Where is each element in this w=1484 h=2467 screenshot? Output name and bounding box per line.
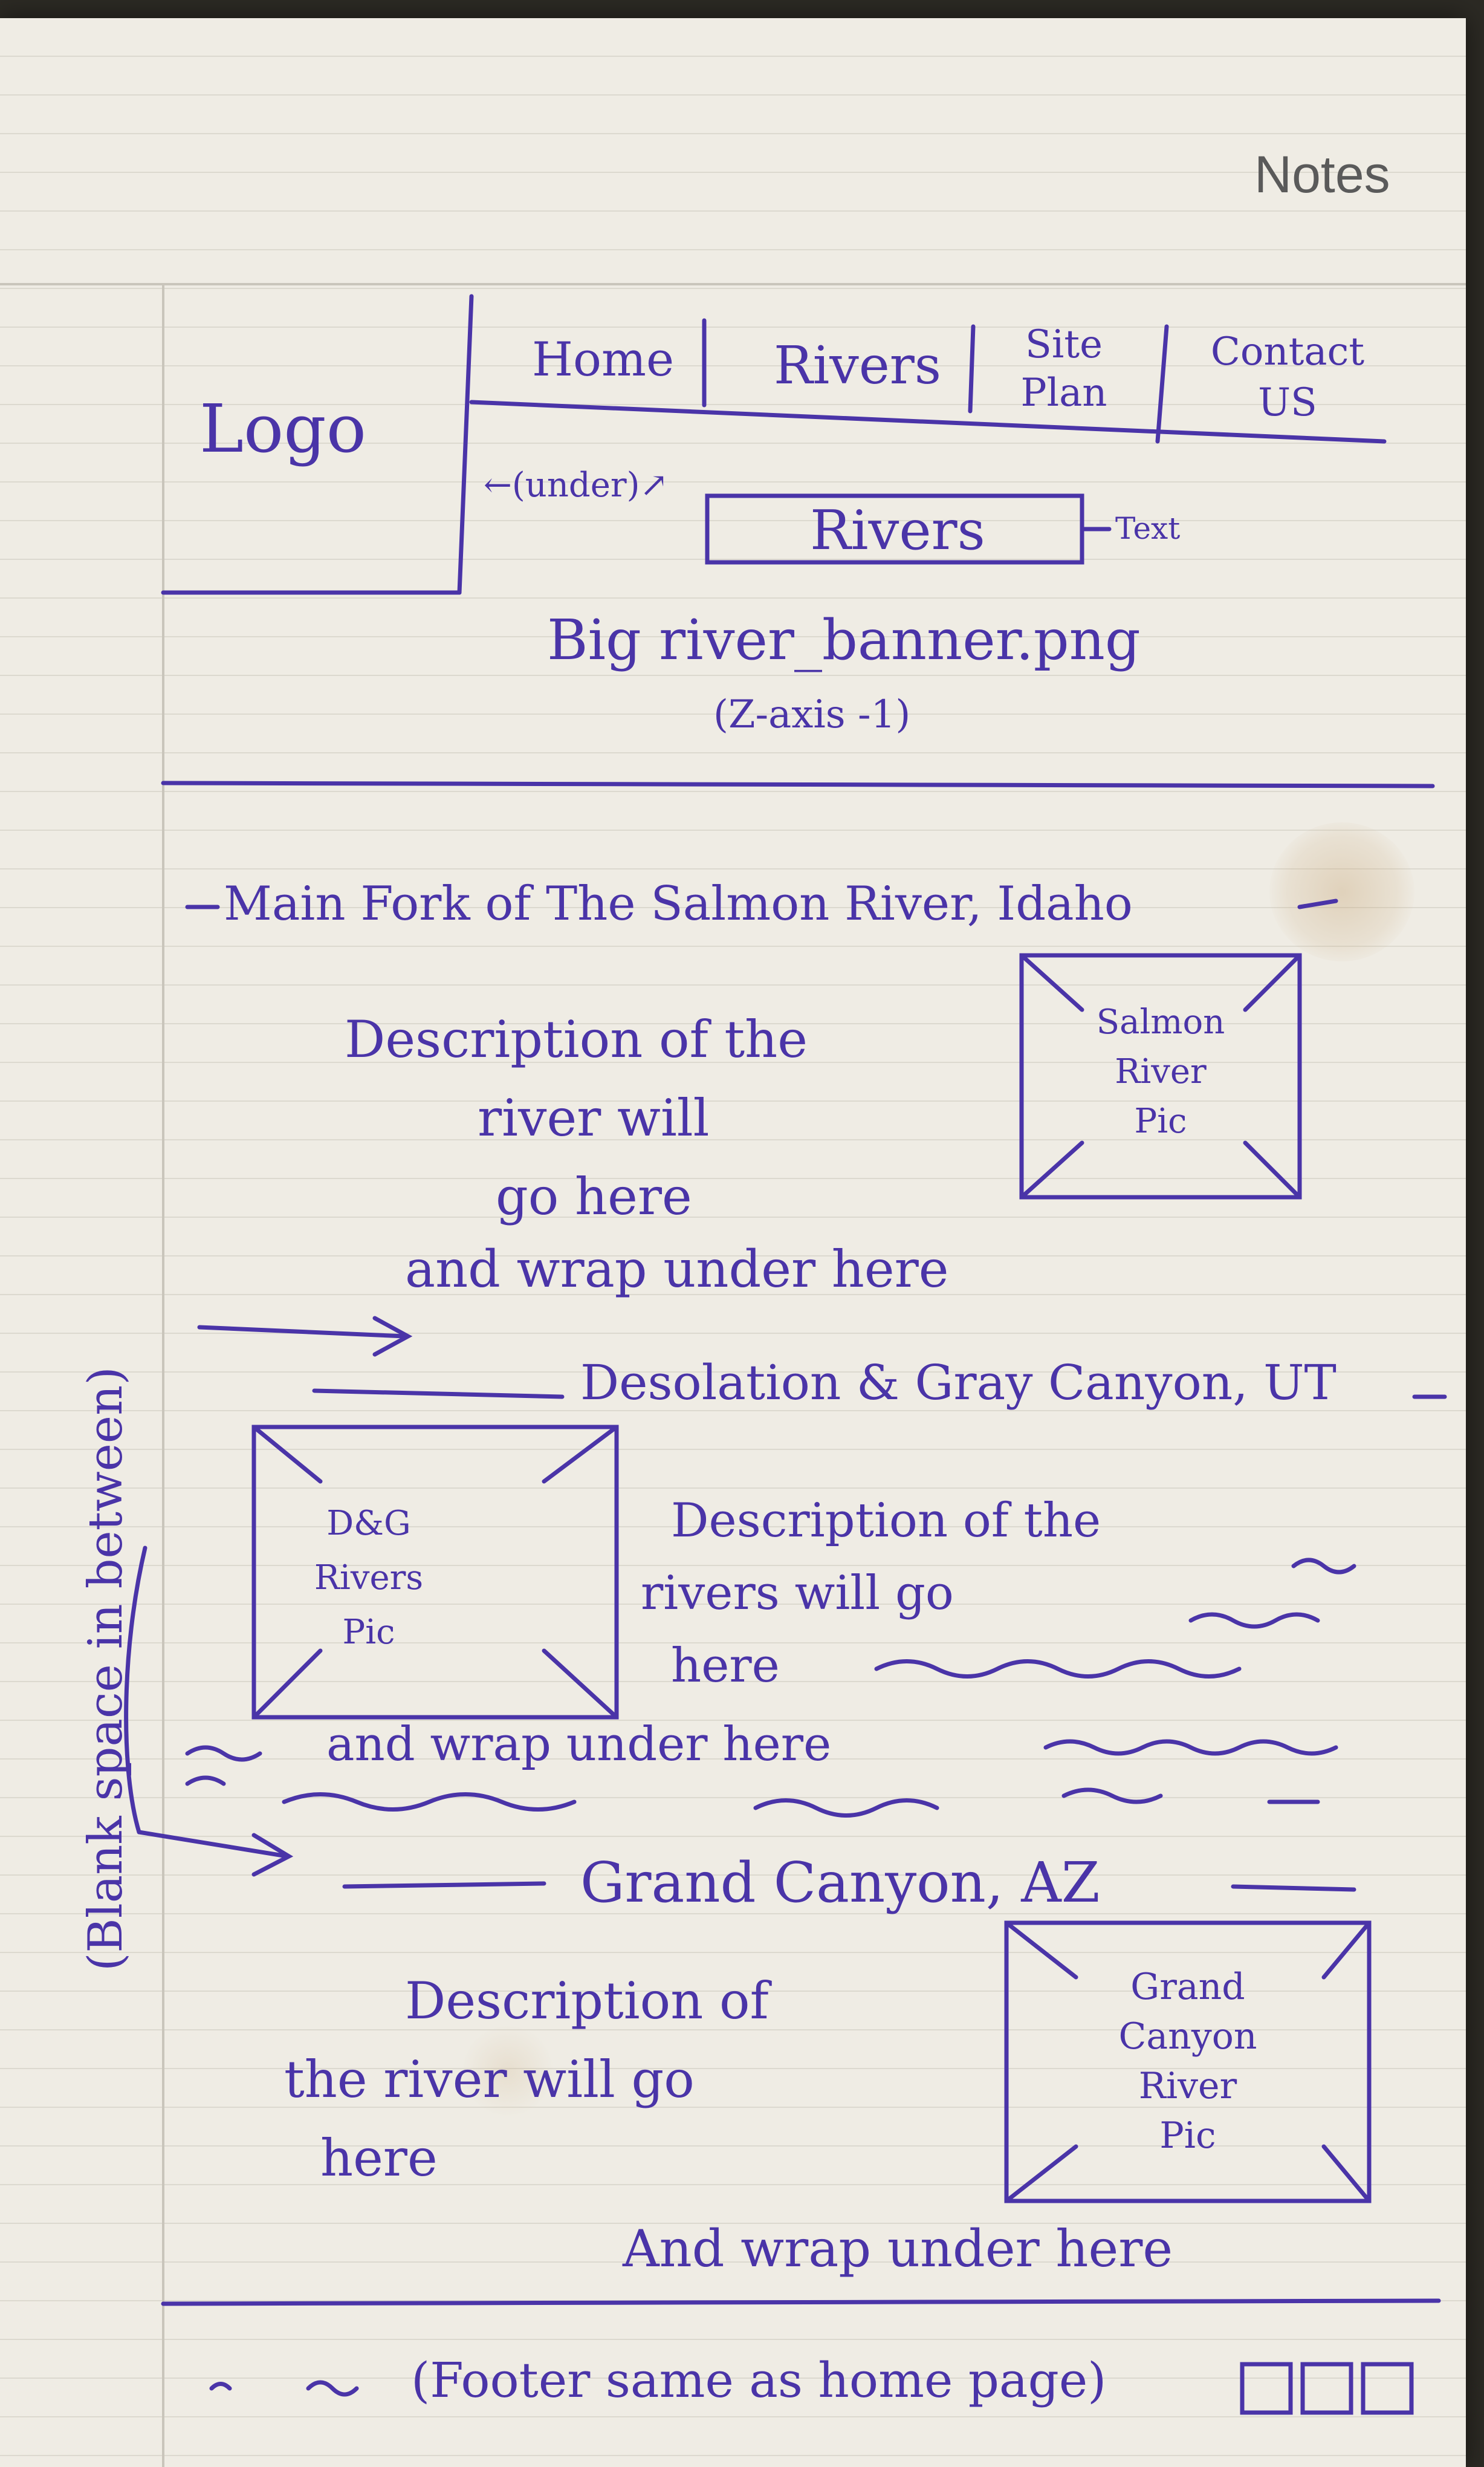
- social-box-1: [1240, 2362, 1293, 2415]
- under-note: ←(under)↗: [484, 466, 669, 505]
- banner-z-axis-note: (Z-axis -1): [713, 692, 911, 737]
- pic1-corner: [1243, 953, 1302, 1012]
- section3-heading: Grand Canyon, AZ: [580, 1850, 1100, 1915]
- rivers-title-text: Rivers: [810, 499, 985, 562]
- arrow-2-shaft: [137, 1830, 290, 1859]
- salmon-pic-label: Salmon River Pic: [1022, 998, 1300, 1146]
- heading3-dash-right: [1231, 1884, 1356, 1892]
- coffee-stain: [1269, 822, 1414, 961]
- squiggle: [874, 1659, 1242, 1679]
- coffee-stain-small: [459, 2026, 556, 2116]
- blank-space-note: (Blank space in between): [79, 1367, 133, 1971]
- heading1-dash-right: [1297, 899, 1338, 909]
- section2-description-line: Description of the: [671, 1494, 1101, 1548]
- pic2-corner: [542, 1648, 619, 1720]
- nav-bottom-line: [469, 400, 1387, 444]
- grand-canyon-pic-box: [1004, 1920, 1372, 2203]
- section3-description-line: And wrap under here: [623, 2219, 1173, 2278]
- dg-pic-label: D&G Rivers Pic: [254, 1497, 484, 1660]
- logo-placeholder: Logo: [199, 390, 366, 467]
- section3-description-line: here: [320, 2128, 438, 2188]
- nav-item-site-plan: Site Plan: [1020, 322, 1107, 415]
- pic3-corner: [1321, 1920, 1372, 1980]
- pic-label-line: Canyon: [1118, 2015, 1257, 2058]
- arrow-1-shaft: [197, 1325, 407, 1339]
- section3-description-line: the river will go: [284, 2050, 695, 2109]
- wireframe-sketch-lines: [0, 283, 1466, 2467]
- dg-pic-box: [251, 1425, 619, 1720]
- section2-description-line: and wrap under here: [326, 1717, 832, 1772]
- nav-item-rivers: Rivers: [774, 336, 941, 396]
- squiggle: [185, 1775, 226, 1786]
- pic2-corner: [251, 1425, 323, 1484]
- heading2-dash-left: [312, 1388, 565, 1399]
- text-note: Text: [1115, 511, 1181, 546]
- pic-label-line: River: [1115, 1052, 1207, 1091]
- logo-box-right: [457, 294, 474, 595]
- squiggle: [1188, 1612, 1320, 1629]
- squiggle: [185, 1745, 262, 1762]
- pic1-corner: [1019, 1140, 1084, 1200]
- pic-label-line: Pic: [1159, 2114, 1216, 2157]
- notebook-label: Notes: [1254, 146, 1390, 204]
- nav-divider-3: [1155, 324, 1169, 444]
- pic2-corner: [251, 1648, 323, 1720]
- pic-label-line: River: [1138, 2065, 1237, 2107]
- banner-image-note: Big river_banner.png: [547, 608, 1141, 672]
- squiggle: [1291, 1558, 1356, 1575]
- section2-heading: Desolation & Gray Canyon, UT: [580, 1354, 1337, 1411]
- footer-top-line: [161, 2298, 1441, 2306]
- pic-label-line: Rivers: [314, 1558, 424, 1598]
- pic3-corner: [1321, 2144, 1372, 2203]
- nav-item-home: Home: [532, 333, 675, 387]
- pic-label-line: Grand: [1130, 1966, 1245, 2008]
- squiggle: [1043, 1739, 1338, 1756]
- pic-label-line: Pic: [1134, 1102, 1187, 1141]
- grand-canyon-pic-label: Grand Canyon River Pic: [1006, 1962, 1369, 2160]
- nav-divider-2: [968, 324, 976, 414]
- social-box-3: [1361, 2362, 1414, 2415]
- notebook-page: Notes: [0, 18, 1466, 2467]
- arrow-2-head: [251, 1833, 294, 1877]
- pic3-corner: [1004, 2144, 1078, 2203]
- section1-heading: Main Fork of The Salmon River, Idaho: [224, 877, 1133, 931]
- pic1-corner: [1243, 1140, 1302, 1200]
- heading3-dash-left: [342, 1881, 546, 1889]
- section3-description-line: Description of: [405, 1971, 769, 2030]
- social-box-2: [1300, 2362, 1353, 2415]
- section1-description-line: river will: [478, 1088, 710, 1148]
- salmon-pic-box: [1019, 953, 1302, 1200]
- arrow-1-head: [372, 1316, 413, 1357]
- nav-item-contact-us: Contact US: [1210, 330, 1365, 425]
- pic3-corner: [1004, 1920, 1078, 1980]
- squiggle: [753, 1798, 939, 1818]
- section1-description-line: go here: [496, 1167, 692, 1226]
- banner-bottom-line: [161, 781, 1435, 788]
- pic-label-line: Pic: [342, 1613, 395, 1652]
- footer-note: (Footer same as home page): [411, 2352, 1107, 2408]
- pic-label-line: Salmon: [1096, 1003, 1225, 1042]
- section1-description-line: and wrap under here: [405, 1240, 949, 1299]
- bracket-curve: [124, 1546, 147, 1835]
- squiggle: [306, 2380, 359, 2397]
- squiggle: [1061, 1787, 1163, 1804]
- squiggle: [282, 1792, 577, 1812]
- section1-description-line: Description of the: [345, 1010, 808, 1069]
- pic-label-line: D&G: [326, 1504, 411, 1543]
- section2-description-line: rivers will go: [641, 1566, 954, 1620]
- squiggle: [209, 2382, 232, 2391]
- pic2-corner: [542, 1425, 619, 1484]
- pic1-corner: [1019, 953, 1084, 1012]
- section2-description-line: here: [671, 1639, 780, 1693]
